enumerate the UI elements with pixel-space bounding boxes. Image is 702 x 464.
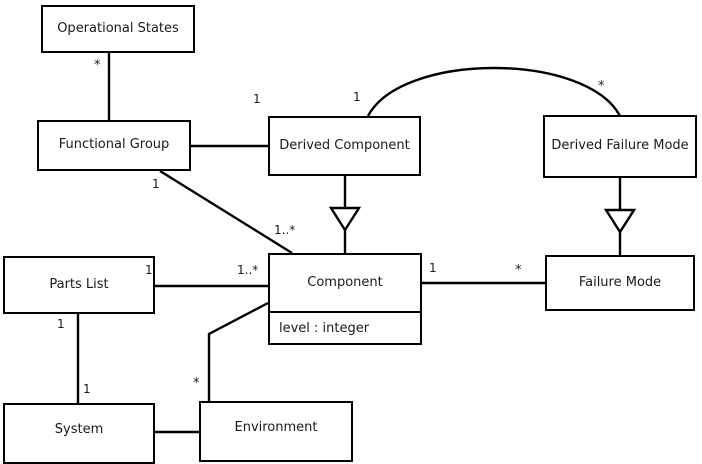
uml-class-system[interactable]: System	[3, 403, 155, 464]
uml-class-failure-mode[interactable]: Failure Mode	[545, 255, 695, 311]
multiplicity-component-failure-mode-source: 1	[429, 261, 437, 275]
multiplicity-derived-component-derived-failure-mode-target: *	[598, 79, 605, 94]
class-name-functional-group: Functional Group	[58, 137, 170, 153]
class-name-derived-component: Derived Component	[279, 137, 410, 153]
uml-class-component[interactable]: Component level : integer	[268, 253, 422, 345]
multiplicity-parts-list-system-source: 1	[57, 317, 65, 331]
multiplicity-functional-group-derived-component: 1	[253, 92, 261, 106]
class-name-operational-states: Operational States	[57, 20, 179, 36]
multiplicity-environment-component: *	[193, 376, 200, 391]
class-name-component: Component	[307, 274, 383, 290]
uml-class-functional-group[interactable]: Functional Group	[37, 120, 191, 171]
multiplicity-parts-list-component-target: 1..*	[237, 263, 259, 277]
class-name-environment: Environment	[234, 420, 318, 436]
uml-class-parts-list[interactable]: Parts List	[3, 256, 155, 314]
uml-class-derived-failure-mode[interactable]: Derived Failure Mode	[543, 115, 697, 178]
class-attribute-component-level: level : integer	[270, 311, 420, 343]
connector-environment-component	[207, 301, 269, 401]
multiplicity-functional-group-component-source: 1	[152, 177, 160, 191]
class-name-failure-mode: Failure Mode	[578, 274, 662, 290]
multiplicity-parts-list-system-target: 1	[83, 382, 91, 396]
multiplicity-functional-group-component-target: 1..*	[274, 223, 296, 237]
generalization-triangle-derived-failure-mode	[603, 208, 637, 235]
multiplicity-derived-component-derived-failure-mode-source: 1	[353, 90, 361, 104]
multiplicity-component-failure-mode-target: *	[515, 263, 522, 278]
multiplicity-parts-list-component-source: 1	[145, 263, 153, 277]
uml-class-environment[interactable]: Environment	[199, 401, 353, 462]
class-name-parts-list: Parts List	[49, 276, 109, 292]
generalization-triangle-derived-component	[328, 206, 362, 233]
uml-class-derived-component[interactable]: Derived Component	[268, 116, 421, 176]
class-name-system: System	[54, 422, 104, 438]
connector-derived-component-derived-failure-mode	[366, 66, 622, 117]
connector-functional-group-component	[159, 169, 293, 255]
multiplicity-operational-states-functional-group: *	[94, 58, 101, 73]
class-name-derived-failure-mode: Derived Failure Mode	[551, 138, 689, 154]
uml-class-operational-states[interactable]: Operational States	[41, 5, 195, 53]
